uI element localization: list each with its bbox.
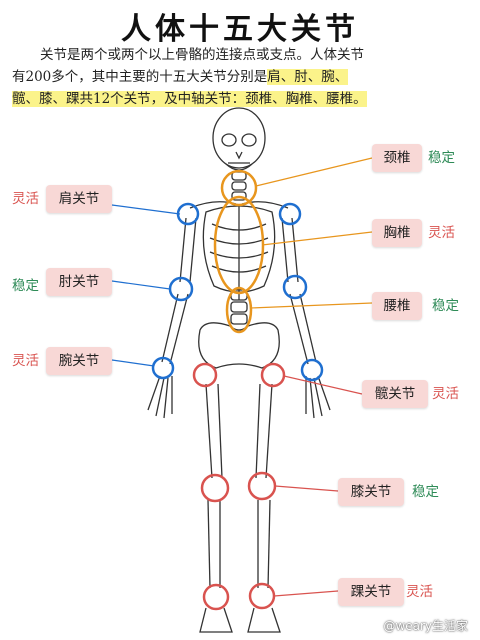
hip-leader [283, 375, 363, 395]
page-title: 人体十五大关节 [121, 12, 359, 47]
lumbar-ring [225, 286, 253, 334]
forearm-left [161, 293, 179, 363]
intro-line-3: 髋、膝、踝共12个关节，及中轴关节：颈椎、胸椎、腰椎。 [12, 88, 470, 110]
elbow-leader [111, 280, 171, 290]
forearm-right [299, 293, 317, 363]
cervical-vertebra [231, 171, 247, 181]
elbow-tag: 稳定 [12, 278, 39, 294]
knee-tag: 稳定 [412, 484, 439, 500]
intro-line-2: 有200多个，其中主要的十五大关节分别是肩、肘、腕、 [12, 66, 470, 88]
lumbar-label: 腰椎 [372, 292, 422, 320]
cervical-label: 颈椎 [372, 144, 422, 172]
eye-socket-left [221, 133, 237, 147]
ribcage [202, 205, 276, 293]
lumbar-vertebra [230, 313, 248, 325]
wrist-tag: 灵活 [12, 353, 39, 369]
ankle-leader [273, 590, 339, 597]
hip-right-ring [260, 362, 286, 388]
ankle-label: 踝关节 [338, 578, 404, 606]
hip-label: 髋关节 [362, 380, 428, 408]
eye-socket-right [241, 133, 257, 147]
wrist-label: 腕关节 [46, 347, 112, 375]
lumbar-vertebra [230, 301, 248, 313]
thoracic-leader [261, 231, 373, 246]
wrist-leader [111, 359, 155, 367]
femur-right-b [255, 383, 261, 479]
hip-tag: 灵活 [432, 386, 459, 402]
pelvis [198, 322, 280, 369]
femur-right [265, 383, 273, 479]
forearm-left-b [169, 293, 189, 365]
humerus-right [291, 217, 299, 283]
foot-right [247, 607, 281, 633]
ankle-right-ring [248, 582, 276, 610]
hand-left [147, 375, 173, 419]
nose [235, 151, 243, 160]
knee-leader [274, 485, 339, 492]
intro-line-2-highlight: 肩、肘、腕、 [267, 69, 349, 85]
tibia-right [267, 499, 271, 589]
wrist-left-ring [151, 356, 175, 380]
tibia-left [207, 499, 211, 589]
femur-left-b [217, 383, 223, 479]
cervical-ring [220, 169, 258, 207]
intro-line-2-plain: 有200多个，其中主要的十五大关节分别是 [12, 69, 268, 85]
elbow-left-ring [168, 276, 194, 302]
ankle-left-ring [202, 583, 230, 611]
ankle-tag: 灵活 [406, 584, 433, 600]
hand-right [305, 375, 331, 419]
femur-left [205, 383, 213, 479]
intro-line-1: 关节是两个或两个以上骨骼的连接点或支点。人体关节 [40, 47, 364, 63]
forearm-right-b [289, 293, 309, 365]
foot-left [199, 607, 233, 633]
knee-right-ring [247, 471, 277, 501]
thoracic-label: 胸椎 [372, 219, 422, 247]
shoulder-tag: 灵活 [12, 191, 39, 207]
elbow-label: 肘关节 [46, 268, 112, 296]
intro-paragraph: 关节是两个或两个以上骨骼的连接点或支点。人体关节 有200多个，其中主要的十五大… [12, 44, 470, 110]
lumbar-leader [250, 302, 373, 309]
cervical-vertebra [231, 181, 247, 191]
knee-left-ring [200, 473, 230, 503]
cervical-tag: 稳定 [428, 150, 455, 166]
wrist-right-ring [300, 358, 324, 382]
humerus-right-b [281, 217, 289, 283]
thoracic-tag: 灵活 [428, 225, 455, 241]
skeleton-outline [147, 107, 331, 633]
humerus-left [179, 217, 187, 283]
humerus-left-b [189, 217, 197, 283]
knee-label: 膝关节 [338, 478, 404, 506]
cervical-leader [255, 157, 373, 187]
lumbar-tag: 稳定 [432, 298, 459, 314]
jaw [225, 163, 253, 171]
cervical-vertebra [231, 191, 247, 201]
leader-lines [111, 157, 373, 597]
skull [212, 107, 266, 169]
intro-line-3-highlight: 髋、膝、踝共12个关节，及中轴关节：颈椎、胸椎、腰椎。 [12, 91, 367, 107]
shoulder-right-ring [278, 202, 302, 226]
shoulder-left-ring [176, 202, 200, 226]
shoulder-leader [111, 204, 181, 215]
shoulder-label: 肩关节 [46, 185, 112, 213]
elbow-right-ring [282, 274, 308, 300]
hip-left-ring [192, 362, 218, 388]
watermark: @weary生活家 [383, 619, 468, 633]
